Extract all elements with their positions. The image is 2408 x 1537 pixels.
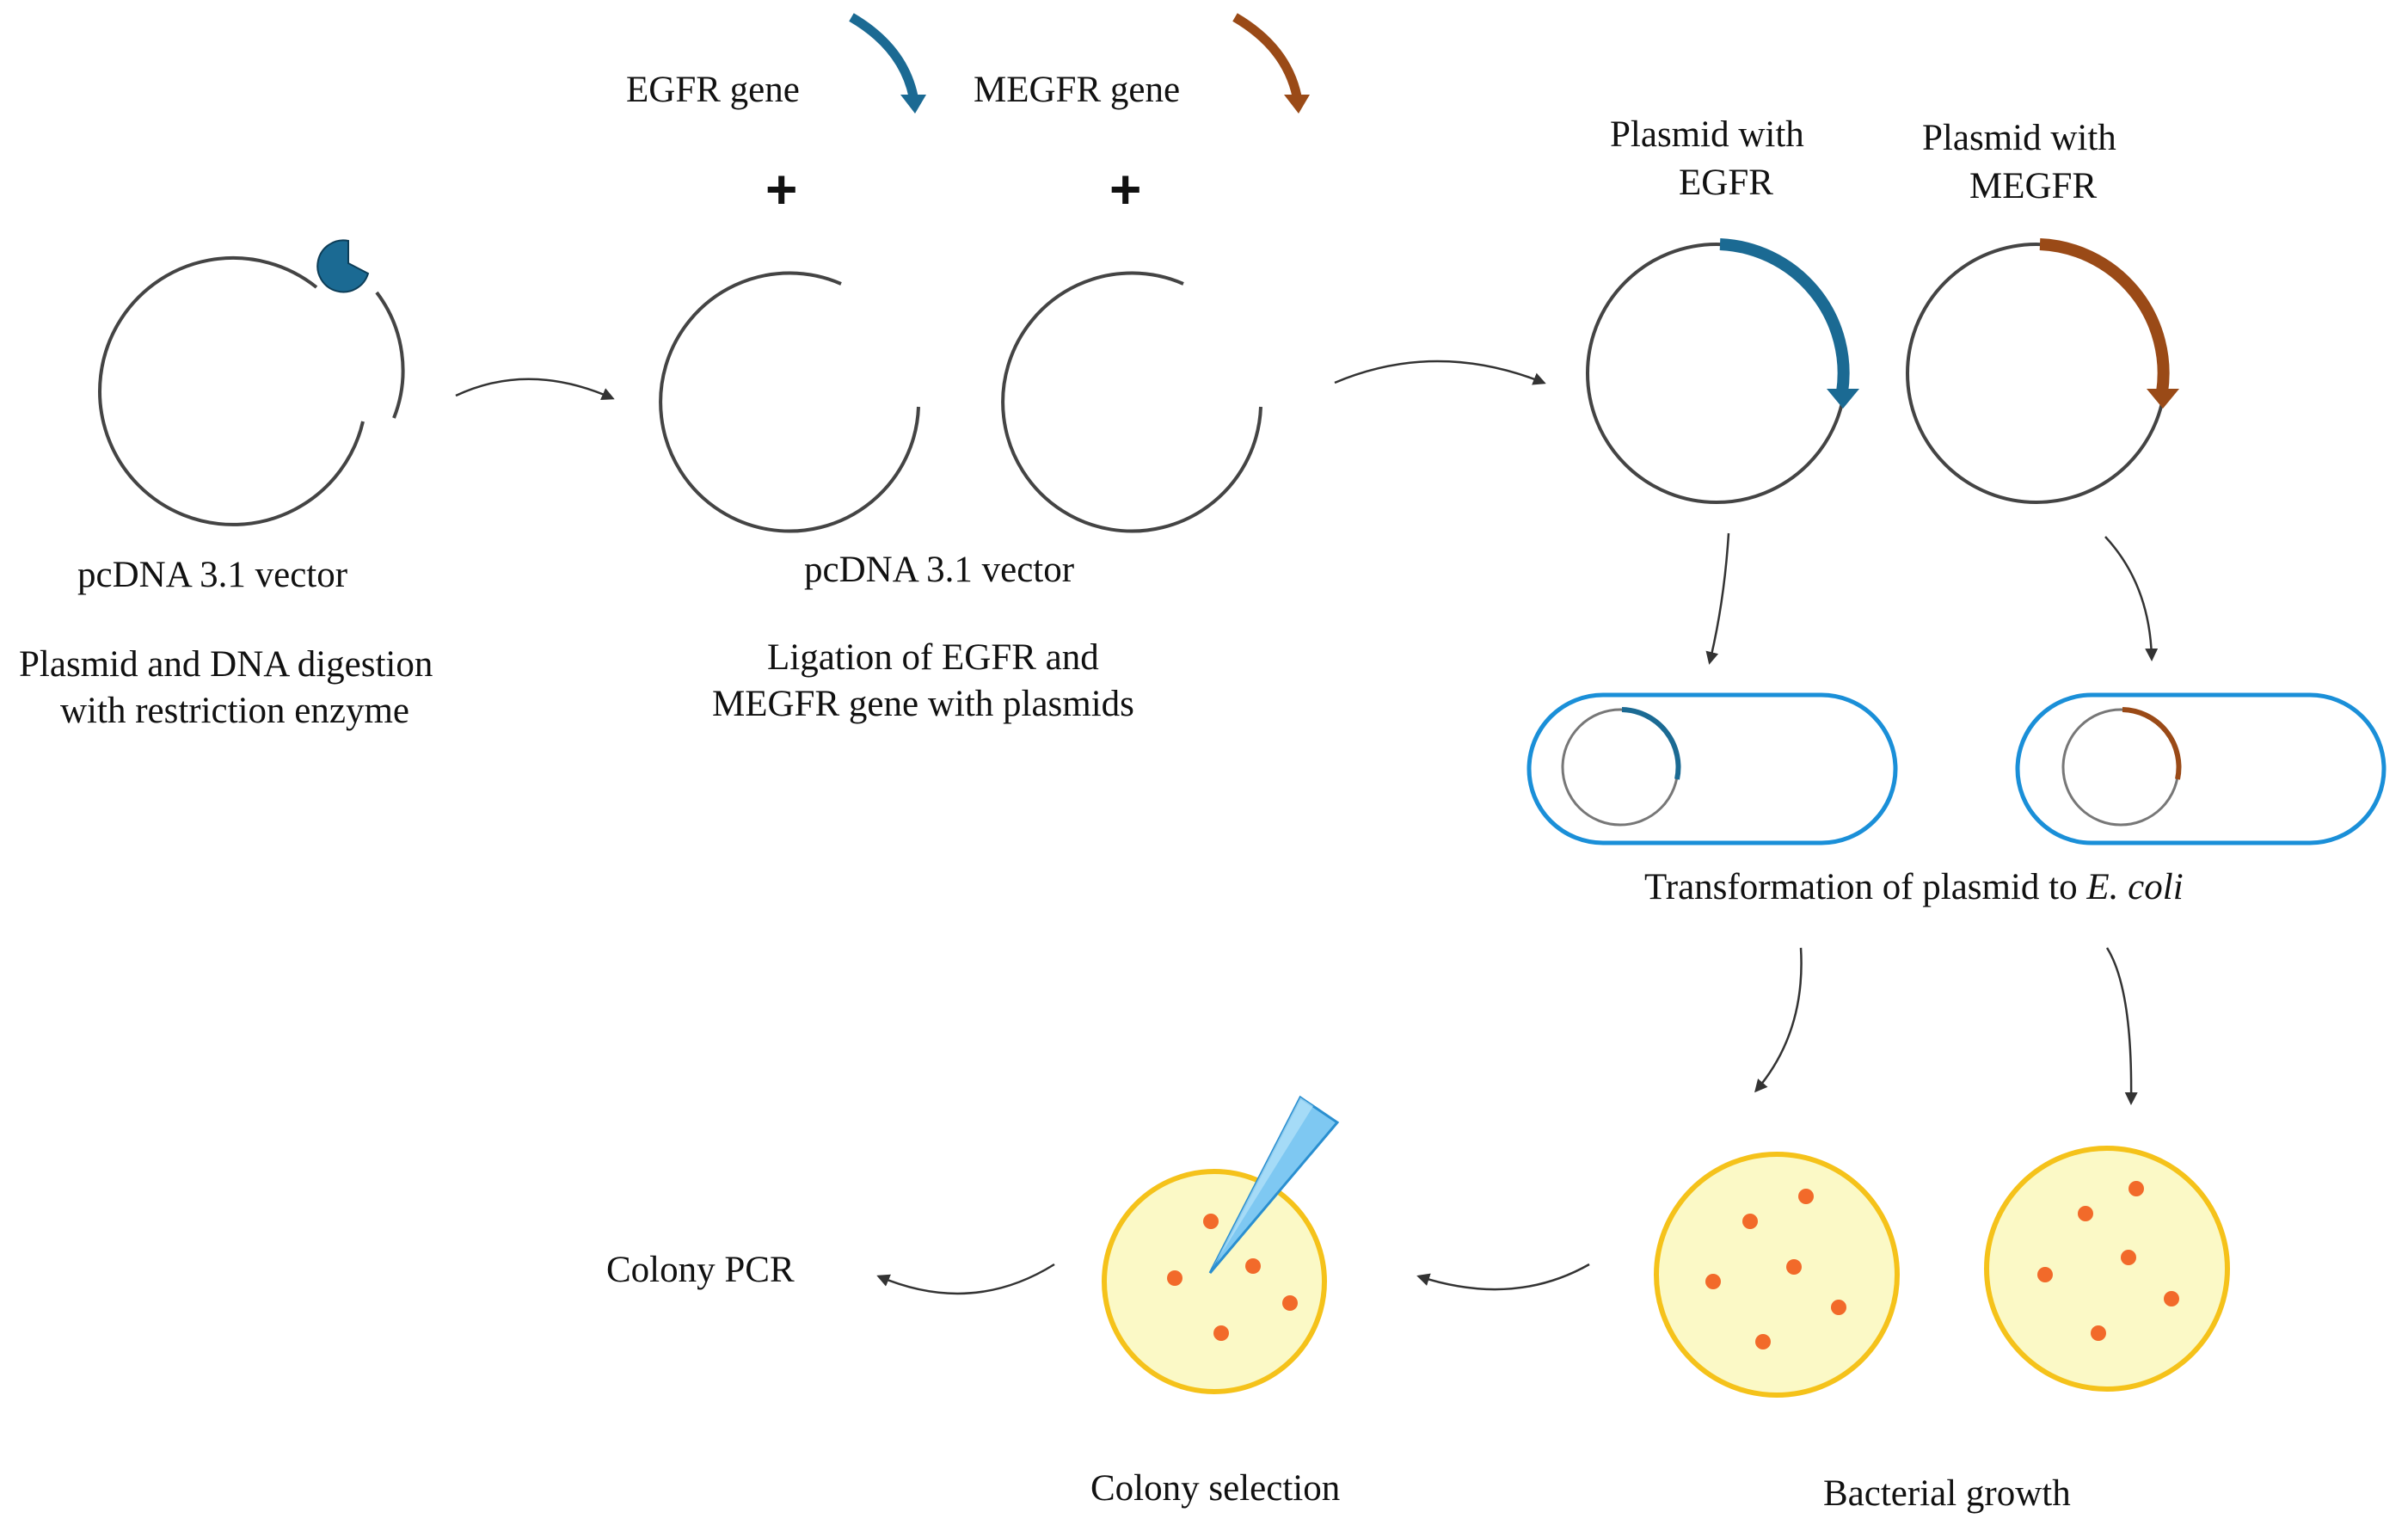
colony bbox=[1213, 1325, 1229, 1341]
ecoli-italic: E. coli bbox=[2086, 867, 2183, 907]
flow-arrow-ligation-to-recombinant bbox=[1334, 360, 1546, 385]
flow-arrow-transformation-to-growth-left bbox=[1754, 947, 1803, 1093]
egfr-gene-label: EGFR gene bbox=[626, 70, 800, 110]
colony-pcr-label: Colony PCR bbox=[606, 1250, 795, 1290]
colony bbox=[1831, 1300, 1846, 1315]
colony-selection-label: Colony selection bbox=[1090, 1468, 1340, 1509]
colony bbox=[1755, 1334, 1771, 1349]
colony bbox=[1798, 1189, 1814, 1204]
flow-arrow-egfr-to-ecoli bbox=[1705, 532, 1730, 665]
agar-plate-right bbox=[1984, 1146, 2230, 1392]
digestion-desc-line1: Plasmid and DNA digestion bbox=[19, 644, 433, 685]
egfr-gene-arrow bbox=[849, 13, 926, 114]
restriction-enzyme-pacman-icon bbox=[316, 239, 370, 293]
colony bbox=[1167, 1270, 1182, 1286]
colony bbox=[2037, 1267, 2053, 1282]
flow-arrow-selection-to-pcr bbox=[876, 1263, 1055, 1295]
colony bbox=[1786, 1259, 1802, 1275]
ligation-desc-line1: Ligation of EGFR and bbox=[767, 637, 1099, 678]
agar-plate-left bbox=[1654, 1152, 1900, 1398]
open-plasmid-vector-2b bbox=[1001, 271, 1262, 533]
megfr-plasmid-label-line1: Plasmid with bbox=[1922, 118, 2116, 158]
colony bbox=[1245, 1258, 1261, 1274]
colony bbox=[2164, 1291, 2179, 1306]
egfr-plasmid-label-line2: EGFR bbox=[1679, 163, 1773, 203]
plus-sign-megfr: + bbox=[1109, 158, 1141, 220]
megfr-plasmid-label-line2: MEGFR bbox=[1969, 166, 2097, 206]
colony bbox=[1282, 1295, 1298, 1311]
vector-label-step2: pcDNA 3.1 vector bbox=[804, 550, 1074, 590]
ecoli-cell-megfr bbox=[2015, 692, 2386, 845]
ecoli-cell-egfr bbox=[1526, 692, 1898, 845]
egfr-plasmid-label-line1: Plasmid with bbox=[1610, 114, 1804, 155]
colony bbox=[1203, 1214, 1219, 1229]
megfr-gene-arrow bbox=[1232, 13, 1310, 114]
colony bbox=[2121, 1250, 2136, 1265]
colony bbox=[2128, 1181, 2144, 1196]
flow-arrow-growth-to-selection bbox=[1416, 1263, 1590, 1291]
colony bbox=[2078, 1206, 2093, 1221]
flow-arrow-transformation-to-growth-right bbox=[2105, 947, 2138, 1105]
bacterial-growth-label: Bacterial growth bbox=[1823, 1473, 2071, 1514]
flow-arrow-digestion-to-ligation bbox=[455, 378, 615, 400]
transformation-label: Transformation of plasmid to E. coli bbox=[1644, 867, 2184, 907]
digestion-desc-line2: with restriction enzyme bbox=[60, 691, 409, 731]
transformation-text: Transformation of plasmid to bbox=[1644, 867, 2086, 907]
plus-sign-egfr: + bbox=[765, 158, 797, 220]
open-plasmid-vector-1 bbox=[98, 255, 365, 526]
agar-plate-selection bbox=[1102, 1169, 1327, 1394]
flow-arrow-megfr-to-ecoli bbox=[2104, 536, 2159, 661]
pipette-tip-icon bbox=[1208, 1095, 1340, 1274]
megfr-gene-label: MEGFR gene bbox=[974, 70, 1180, 110]
vector-label-step1: pcDNA 3.1 vector bbox=[77, 555, 347, 595]
megfr-insert-arc bbox=[2039, 238, 2179, 409]
ligation-desc-line2: MEGFR gene with plasmids bbox=[712, 684, 1134, 724]
open-plasmid-vector-2a bbox=[659, 271, 920, 533]
colony bbox=[2091, 1325, 2106, 1341]
colony bbox=[1742, 1214, 1758, 1229]
egfr-insert-arc bbox=[1719, 238, 1859, 409]
colony bbox=[1705, 1274, 1721, 1289]
plasmid-cut-fragment bbox=[375, 291, 405, 419]
